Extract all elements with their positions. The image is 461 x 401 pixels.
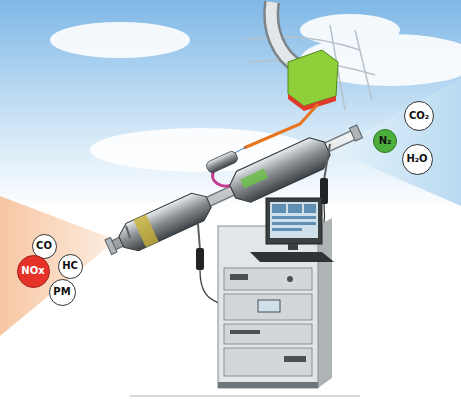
- gas-formula: HC: [62, 261, 78, 271]
- gas-circle: N₂: [373, 129, 397, 153]
- gas-formula: CO₂: [409, 111, 429, 121]
- gas-formula: H₂O: [406, 154, 427, 164]
- gas-formula: CO: [36, 241, 52, 251]
- gas-formula: NOx: [21, 266, 44, 276]
- pollutant-circle: NOx: [17, 255, 50, 288]
- pollutant-circle: HC: [58, 254, 83, 279]
- gas-formula: PM: [53, 287, 70, 297]
- gas-circle: H₂O: [402, 144, 433, 175]
- pollutant-circle: PM: [49, 279, 76, 306]
- gas-circle: CO₂: [404, 101, 434, 131]
- gas-formula: N₂: [379, 136, 392, 146]
